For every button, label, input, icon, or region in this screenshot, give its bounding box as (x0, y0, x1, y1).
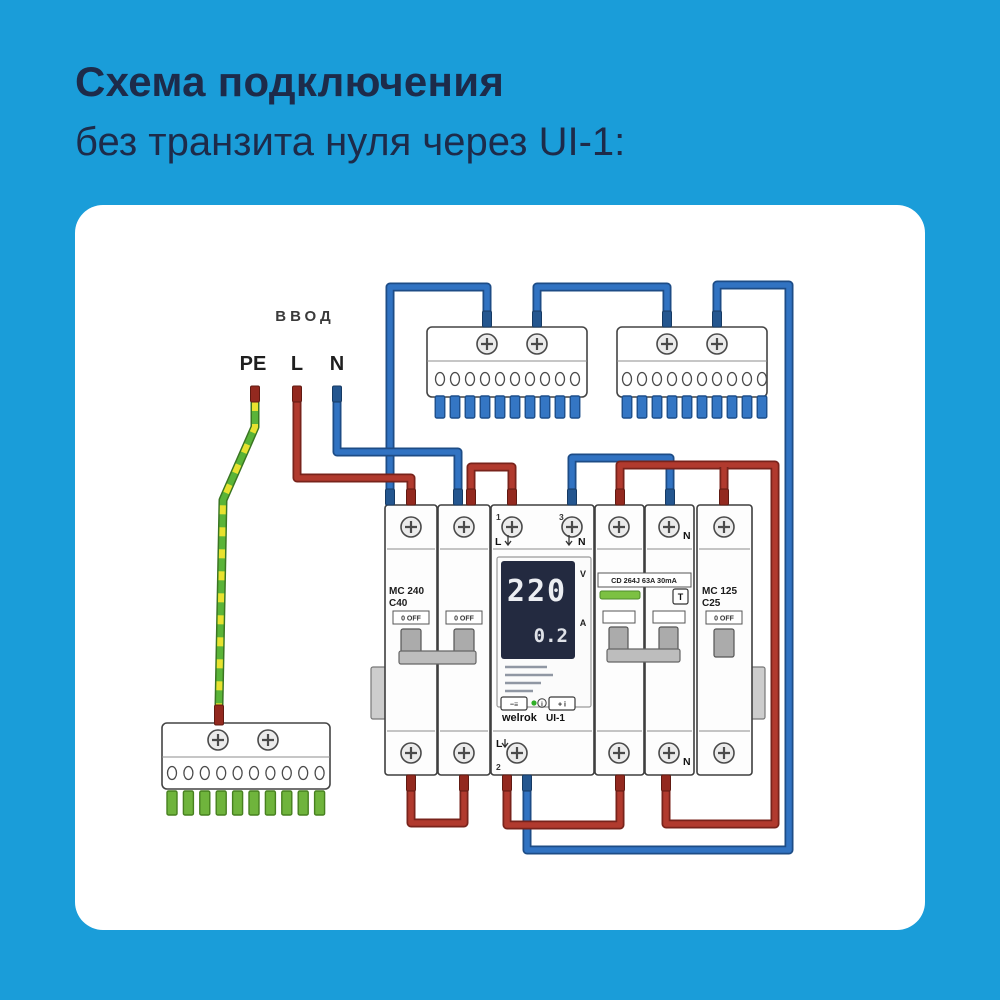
amps-unit: A (580, 618, 587, 628)
minus-menu-button[interactable] (500, 696, 528, 711)
bus-screw (705, 332, 729, 356)
relay-display (501, 561, 575, 659)
mc125-model: MC 125 (702, 586, 737, 597)
wiring-diagram: ВВОД PE L N (161, 280, 794, 855)
title-line2: без транзита нуля через UI-1: (75, 120, 626, 164)
bus-screw (655, 332, 679, 356)
breaker-mc125: MC 125 C25 0 OFF (696, 504, 766, 776)
test-button[interactable] (672, 588, 689, 605)
menu-lines-icon (505, 665, 553, 693)
rcd-n-bottom-label: N (683, 756, 691, 768)
terminal-screw (399, 741, 423, 765)
terminal-screw (452, 515, 476, 539)
relay-model: UI-1 (546, 713, 565, 724)
relay-terminal-3-letter: N (578, 536, 586, 548)
mc125-rating: C25 (702, 598, 721, 609)
wires (214, 280, 794, 855)
bus-screw (475, 332, 499, 356)
volts-unit: V (580, 569, 586, 579)
relay-terminal-1-letter: L (495, 536, 502, 548)
wire-l-input (292, 402, 416, 491)
voltage-readout: 220 (507, 574, 567, 609)
bus-holes (621, 371, 768, 387)
wire-n-bus-feed (385, 282, 492, 491)
mc125-switch-state: 0 OFF (714, 616, 735, 623)
wire-l-breaker-loop (406, 789, 469, 828)
title-line1: Схема подключения (75, 58, 505, 105)
terminal-screw (712, 515, 736, 539)
wire-lugs (214, 310, 729, 792)
bus-holes (166, 765, 325, 781)
din-clip (370, 666, 387, 720)
wire-pe (214, 402, 260, 706)
l-label: L (291, 353, 303, 375)
rcd-n-top-label: N (683, 530, 691, 542)
mc240-rating: C40 (389, 598, 408, 609)
pe-label: PE (240, 353, 267, 375)
power-led (531, 700, 537, 706)
diagram-panel: ВВОД PE L N (75, 205, 925, 930)
rcd-model-label: CD 264J 63A 30mA (611, 576, 678, 585)
bus-teeth (621, 395, 768, 419)
wire-n-return (522, 280, 794, 855)
page-title: Схема подключения без транзита нуля чере… (75, 58, 625, 165)
terminal-screw (560, 515, 584, 539)
bus-teeth (434, 395, 581, 419)
breaker-mc240: MC 240 C40 0 OFF 0 OFF (370, 504, 491, 776)
wire-rcd-to-mc125 (615, 460, 780, 829)
relay-terminal-3: 3 (559, 512, 564, 522)
mc240-switch-state: 0 OFF (401, 616, 422, 623)
breaker-toggle (713, 628, 735, 658)
terminal-screw (452, 741, 476, 765)
minus-menu-button-label: −≡ (510, 702, 518, 709)
bus-teeth (166, 790, 326, 816)
terminal-screw (712, 741, 736, 765)
input-block: ВВОД PE L N (240, 308, 345, 375)
toggle-tie-bar (606, 648, 681, 663)
bus-screw (525, 332, 549, 356)
mc240-model: MC 240 (389, 586, 424, 597)
arrow-down-icon (501, 739, 509, 749)
wire-l-breaker-to-relay (466, 462, 517, 491)
n-label: N (330, 353, 344, 375)
rcd-indicator (599, 590, 641, 600)
pe-bus (161, 722, 331, 816)
terminal-screw (505, 741, 529, 765)
relay-terminal-2: 2 (496, 762, 501, 772)
bus-screw (256, 728, 280, 752)
wire-bus-link (532, 282, 672, 313)
terminal-screw (657, 515, 681, 539)
relay-terminal-1: 1 (496, 512, 501, 522)
relay-brand: welrok (501, 712, 538, 724)
plus-info-button[interactable] (548, 696, 576, 711)
mc240-switch-state: 0 OFF (454, 616, 475, 623)
wire-n-input (332, 402, 463, 491)
relay-bottom-l: L (496, 738, 503, 750)
wire-relay-n-to-rcd (567, 453, 675, 491)
current-readout: 0.2 (534, 625, 568, 647)
info-icon-letter: i (541, 702, 543, 708)
info-icon (537, 698, 547, 708)
bus-holes (434, 371, 581, 387)
bus-screw (206, 728, 230, 752)
vvod-label: ВВОД (275, 308, 334, 325)
terminal-screw (399, 515, 423, 539)
test-button-label: T (678, 592, 684, 602)
relay-ui1: 1 L 3 N 220 0.2 V A −≡ i + i welrok UI-1… (490, 504, 595, 776)
plus-info-button-label: + i (558, 702, 566, 709)
neutral-bus-left (426, 326, 588, 419)
neutral-bus-right (616, 326, 768, 419)
terminal-screw (607, 741, 631, 765)
terminal-screw (500, 515, 524, 539)
wire-relay-out-to-rcd (502, 789, 625, 830)
toggle-tie-bar (398, 650, 477, 665)
arrow-down-icon (504, 535, 512, 547)
terminal-screw (657, 741, 681, 765)
rcd-cd264: N CD 264J 63A 30mA T N (594, 504, 695, 776)
arrow-down-icon (565, 535, 573, 547)
terminal-screw (607, 515, 631, 539)
